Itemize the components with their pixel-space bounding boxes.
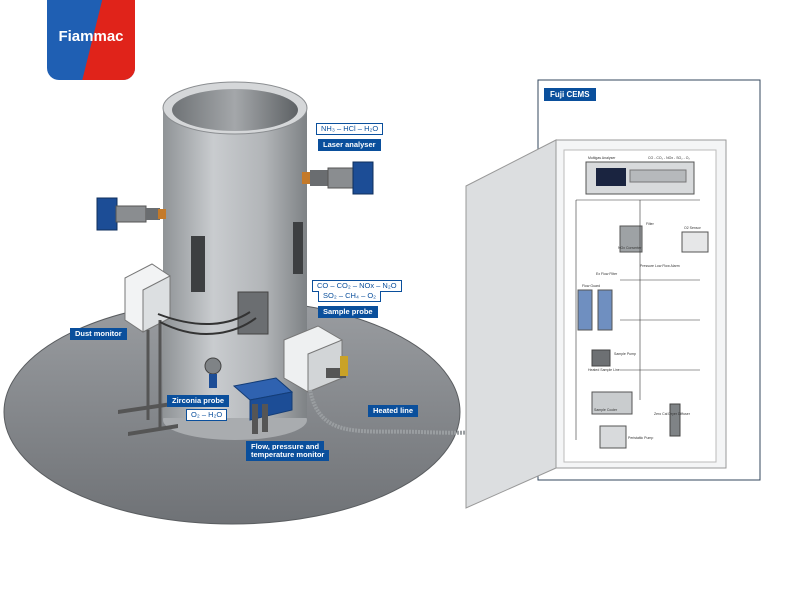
- inner-label-pressure-alarm: Pressure Low Flow Alarm: [640, 264, 680, 268]
- laser-analyser-left: [96, 197, 166, 231]
- inner-label-o2-sensor: O2 Sensor: [684, 226, 701, 230]
- laser-analyser-right: [302, 161, 374, 195]
- inner-label-sample-cooler: Sample Cooler: [594, 408, 618, 412]
- dust-monitor-label: Dust monitor: [70, 328, 127, 340]
- sample-probe-box: [283, 325, 348, 393]
- panel-gases: CO - CO₂ - NOx - SO₂ - O₂: [648, 156, 690, 160]
- logo-text: Fiammac: [58, 28, 124, 45]
- dust-monitor-unit: [118, 263, 257, 436]
- inner-label-flow-guard: Flow Guard: [582, 284, 601, 288]
- heated-line-label: Heated line: [368, 405, 419, 417]
- inner-label-zero-cal: Zero Cal Dryer Diffuser: [654, 412, 690, 416]
- inner-label-nox-converter: NOx Converter: [618, 246, 642, 250]
- laser-gases-label: NH₃ – HCl – H₂O: [316, 123, 384, 135]
- sample-probe-label: Sample probe: [318, 306, 378, 318]
- inner-label-filter: Filter: [646, 222, 654, 226]
- flow-monitor-unit: [232, 377, 294, 434]
- stack: [162, 81, 308, 440]
- sample-gases-label-2: SO₂ – CH₄ – O₂: [318, 291, 382, 302]
- inner-label-sample-pump: Sample Pump: [614, 352, 636, 356]
- zirconia-probe-label: Zirconia probe: [167, 395, 230, 407]
- panel-header: Multigas Analyser: [588, 156, 616, 160]
- flow-monitor-label-1: Flow, pressure and: [246, 441, 325, 452]
- inner-label-heated-sample-line: Heated Sample Line: [588, 368, 620, 372]
- cabinet-title: Fuji CEMS: [544, 88, 596, 101]
- laser-analyser-label: Laser analyser: [318, 139, 381, 151]
- cems-cabinet: [465, 79, 761, 509]
- inner-label-ex-flow-filter: Ex Flow Filter: [596, 272, 618, 276]
- zirconia-probe-unit: [204, 357, 222, 388]
- fiammac-logo: Fiammac: [47, 0, 135, 80]
- zirconia-gases-label: O₂ – H₂O: [186, 409, 228, 421]
- inner-label-peristaltic-pump: Peristaltic Pump: [628, 436, 654, 440]
- flow-monitor-label-2: temperature monitor: [246, 450, 330, 461]
